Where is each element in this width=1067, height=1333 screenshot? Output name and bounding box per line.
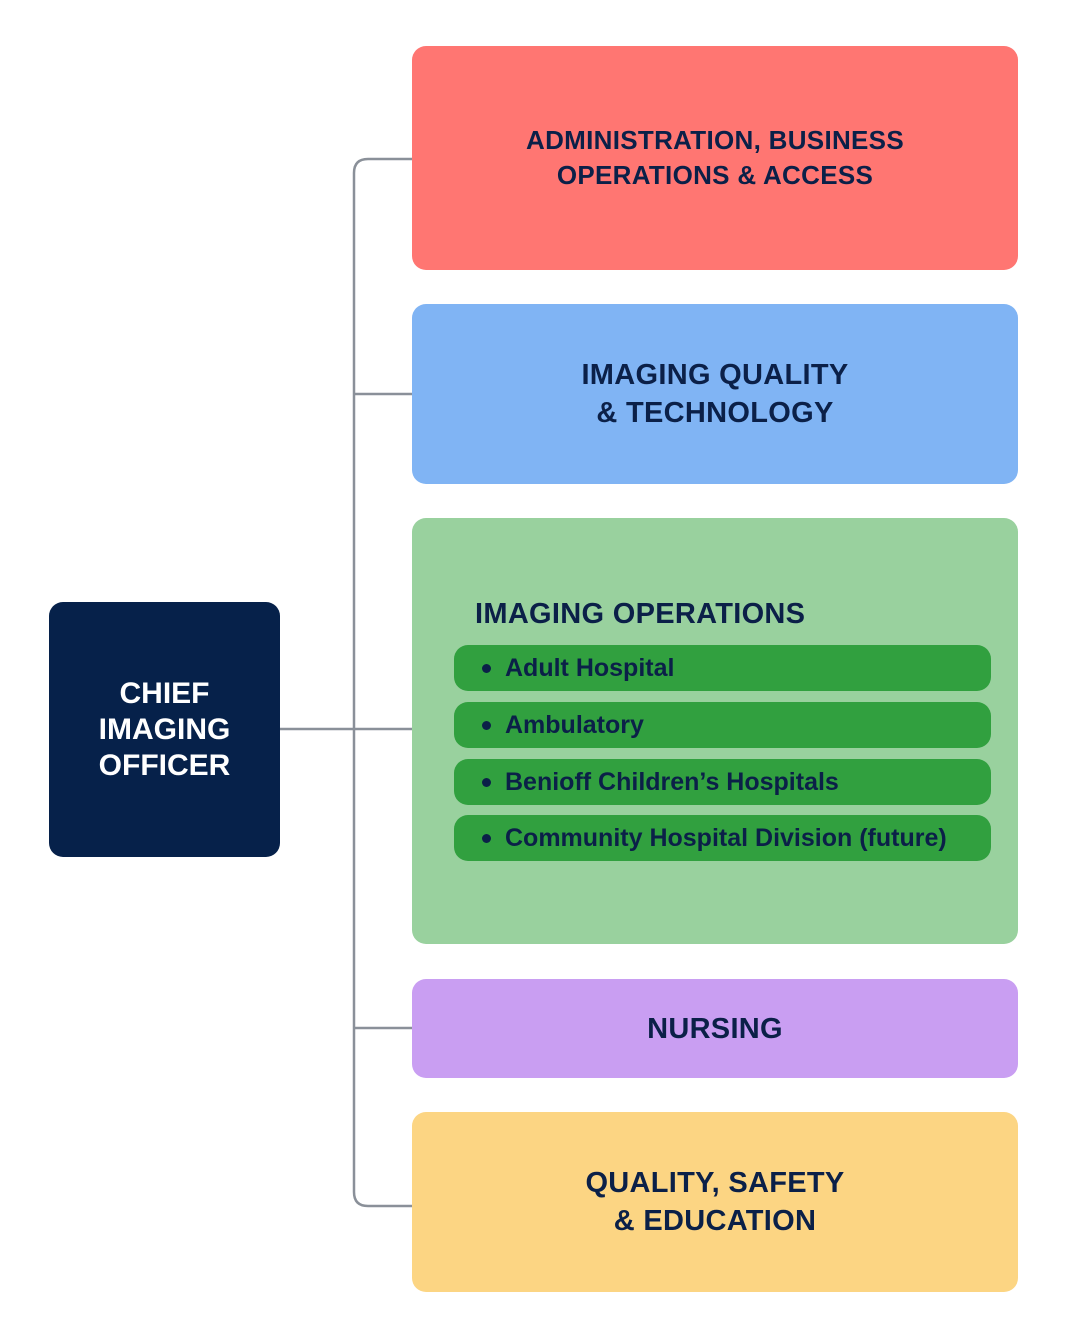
ops-item: Ambulatory <box>454 702 991 748</box>
ops-item: Adult Hospital <box>454 645 991 691</box>
bullet-icon <box>482 777 491 787</box>
ops-item-label: Adult Hospital <box>505 654 675 682</box>
ops-item-label: Ambulatory <box>505 711 644 739</box>
bullet-icon <box>482 720 491 730</box>
iqt-label: IMAGING QUALITY & TECHNOLOGY <box>581 359 849 429</box>
imaging-operations-node: IMAGING OPERATIONS Adult Hospital Ambula… <box>412 518 1018 944</box>
chief-imaging-officer-node: CHIEF IMAGING OFFICER <box>49 602 280 857</box>
ops-label: IMAGING OPERATIONS <box>475 598 806 630</box>
ops-item: Benioff Children’s Hospitals <box>454 759 991 805</box>
qse-label: QUALITY, SAFETY & EDUCATION <box>585 1167 845 1237</box>
nursing-label: NURSING <box>647 1012 783 1045</box>
admin-label: ADMINISTRATION, BUSINESS OPERATIONS & AC… <box>526 125 904 190</box>
quality-safety-education-node: QUALITY, SAFETY & EDUCATION <box>412 1112 1018 1292</box>
nursing-node: NURSING <box>412 979 1018 1078</box>
bullet-icon <box>482 663 491 673</box>
ops-item-label: Community Hospital Division (future) <box>505 824 947 852</box>
bullet-icon <box>482 833 491 843</box>
connector-trunk <box>352 157 412 1208</box>
admin-business-ops-node: ADMINISTRATION, BUSINESS OPERATIONS & AC… <box>412 46 1018 270</box>
imaging-quality-tech-node: IMAGING QUALITY & TECHNOLOGY <box>412 304 1018 484</box>
ops-item-label: Benioff Children’s Hospitals <box>505 768 839 796</box>
ops-item: Community Hospital Division (future) <box>454 815 991 861</box>
root-label: CHIEF IMAGING OFFICER <box>98 676 231 782</box>
